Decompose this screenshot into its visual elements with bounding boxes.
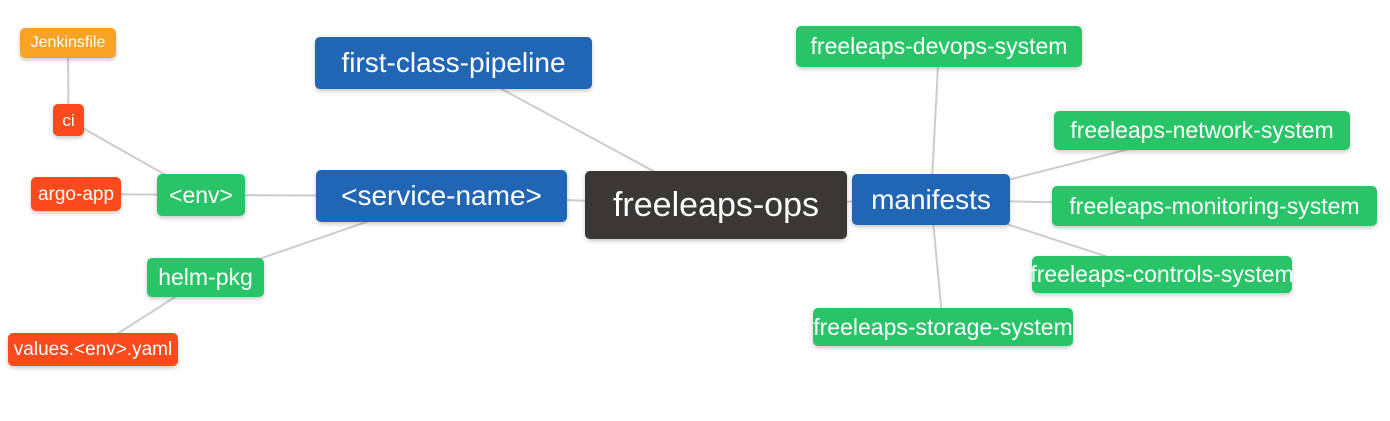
node-freeleaps-network-system[interactable]: freeleaps-network-system	[1054, 111, 1350, 150]
node-manifests[interactable]: manifests	[852, 174, 1010, 225]
node-freeleaps-controls-system[interactable]: freeleaps-controls-system	[1030, 256, 1294, 293]
node-env[interactable]: <env>	[157, 174, 245, 216]
node-ci[interactable]: ci	[53, 104, 84, 136]
node-jenkinsfile[interactable]: Jenkinsfile	[20, 28, 116, 58]
node-freeleaps-ops-root[interactable]: freeleaps-ops	[585, 171, 847, 239]
node-service-name[interactable]: <service-name>	[316, 170, 567, 222]
node-argo-app[interactable]: argo-app	[31, 177, 121, 211]
node-freeleaps-monitoring-system[interactable]: freeleaps-monitoring-system	[1052, 186, 1377, 226]
node-values-env-yaml[interactable]: values.<env>.yaml	[8, 333, 178, 366]
node-first-class-pipeline[interactable]: first-class-pipeline	[315, 37, 592, 89]
node-freeleaps-devops-system[interactable]: freeleaps-devops-system	[796, 26, 1082, 67]
node-freeleaps-storage-system[interactable]: freeleaps-storage-system	[813, 308, 1073, 346]
node-helm-pkg[interactable]: helm-pkg	[147, 258, 264, 297]
